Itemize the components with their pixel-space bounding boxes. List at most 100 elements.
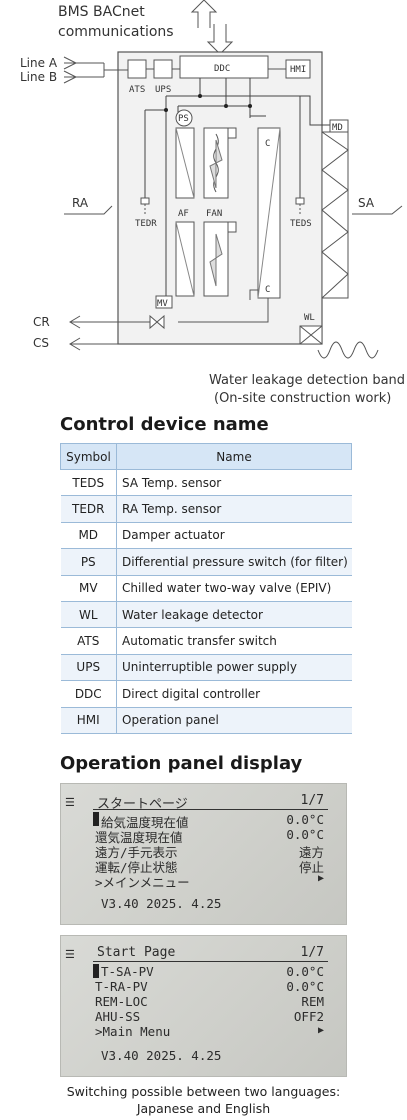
- ddc-label: DDC: [214, 64, 230, 74]
- ps-label: PS: [178, 114, 189, 124]
- lcd-row: 遠方/手元表示遠方: [95, 842, 324, 860]
- teds-sensor-icon: [295, 197, 305, 214]
- bms-label-line2: communications: [58, 24, 174, 40]
- lcd-row-value: 停止: [298, 860, 324, 875]
- fan-bottom: [203, 221, 237, 297]
- mv-label: MV: [157, 299, 168, 309]
- lcd-row-label: 運転/停止状態: [95, 860, 178, 875]
- damper-blades: [321, 131, 349, 299]
- coil-label-top: C: [265, 139, 270, 149]
- hmi-label: HMI: [290, 65, 306, 75]
- line-a-label: Line A: [20, 56, 58, 70]
- name-cell: Operation panel: [116, 707, 352, 734]
- cs-label: CS: [33, 336, 49, 350]
- ats-box: [127, 59, 147, 79]
- air-filter-top: [175, 127, 195, 199]
- ups-box: [153, 59, 173, 79]
- submenu-arrow-icon: ▶: [317, 873, 324, 884]
- leak-band-wave: [317, 341, 379, 359]
- mv-box: [155, 295, 173, 309]
- list-icon: ☰: [65, 948, 75, 961]
- lcd-divider: [93, 961, 328, 962]
- lcd-row: 運転/停止状態 停止: [95, 857, 324, 875]
- language-caption-line2: Japanese and English: [136, 1101, 271, 1116]
- ra-label: RA: [72, 196, 89, 210]
- lcd-row-label: 遠方/手元表示: [95, 845, 178, 860]
- ddc-box: [179, 55, 269, 79]
- af-label: AF: [178, 209, 189, 219]
- wl-detector-icon: [299, 325, 323, 345]
- symbol-cell: TEDR: [60, 495, 117, 523]
- lcd-row: >Main Menu: [95, 1024, 324, 1039]
- bms-communication-arrow: [190, 0, 234, 55]
- name-cell: Uninterruptible power supply: [116, 654, 352, 682]
- lcd-row-value: 0.0°C: [286, 979, 324, 994]
- lcd-row-value: 0.0°C: [286, 964, 324, 979]
- symbol-cell: ATS: [60, 627, 117, 655]
- name-cell: Automatic transfer switch: [116, 627, 352, 655]
- submenu-arrow-icon: ▶: [317, 1025, 324, 1036]
- bms-label-line1: BMS BACnet: [58, 4, 145, 20]
- name-header: Name: [116, 443, 352, 470]
- lcd-version: V3.40 2025. 4.25: [101, 896, 222, 911]
- symbol-cell: HMI: [60, 707, 117, 734]
- md-label: MD: [332, 123, 343, 133]
- symbol-cell: MD: [60, 522, 117, 550]
- sa-arrow: [352, 205, 403, 215]
- lcd-row-value: REM: [301, 994, 324, 1009]
- name-cell: Direct digital controller: [116, 680, 352, 708]
- name-cell: Damper actuator: [116, 522, 352, 550]
- lcd-version: V3.40 2025. 4.25: [101, 1048, 222, 1063]
- operation-panel-title: Operation panel display: [60, 753, 303, 774]
- ps-circle: [175, 109, 193, 127]
- lcd-row-value: 0.0°C: [286, 812, 324, 827]
- name-cell: Chilled water two-way valve (EPIV): [116, 575, 352, 602]
- mv-valve-icon: [149, 314, 165, 330]
- lcd-row: 給気温度現在値 0.0°C: [101, 812, 324, 830]
- coil-label-bottom: C: [265, 285, 270, 295]
- wiring-junctions: [164, 94, 252, 112]
- lcd-cursor: [93, 964, 99, 978]
- power-line-arrows: [63, 56, 128, 84]
- table-header-row: Symbol Name: [60, 443, 352, 470]
- symbol-cell: UPS: [60, 654, 117, 682]
- ra-arrow: [64, 205, 113, 215]
- leak-caption-line1: Water leakage detection band: [209, 373, 405, 388]
- name-cell: SA Temp. sensor: [116, 469, 352, 497]
- lcd-page-number: 1/7: [300, 945, 324, 960]
- lcd-page-number: 1/7: [300, 793, 324, 808]
- symbol-cell: PS: [60, 548, 117, 576]
- tedr-label: TEDR: [135, 219, 157, 229]
- name-cell: Water leakage detector: [116, 601, 352, 629]
- lcd-row: 還気温度現在値 0.0°C: [95, 827, 324, 845]
- wl-label: WL: [304, 313, 315, 323]
- control-device-title: Control device name: [60, 414, 269, 435]
- symbol-header: Symbol: [60, 443, 117, 470]
- lcd-row-label: 給気温度現在値: [101, 815, 189, 830]
- lcd-row-label: >メインメニュー: [95, 875, 190, 890]
- fan-top: [203, 127, 237, 199]
- lcd-row-label: 還気温度現在値: [95, 830, 183, 845]
- lcd-title: スタートページ: [97, 797, 188, 812]
- teds-label: TEDS: [290, 219, 312, 229]
- line-b-label: Line B: [20, 70, 57, 84]
- ats-label: ATS: [129, 85, 145, 95]
- cr-label: CR: [33, 315, 50, 329]
- air-filter-bottom: [175, 221, 195, 297]
- symbol-cell: DDC: [60, 680, 117, 708]
- lcd-row-label: T-SA-PV: [101, 964, 154, 979]
- lcd-row-value: 0.0°C: [286, 827, 324, 842]
